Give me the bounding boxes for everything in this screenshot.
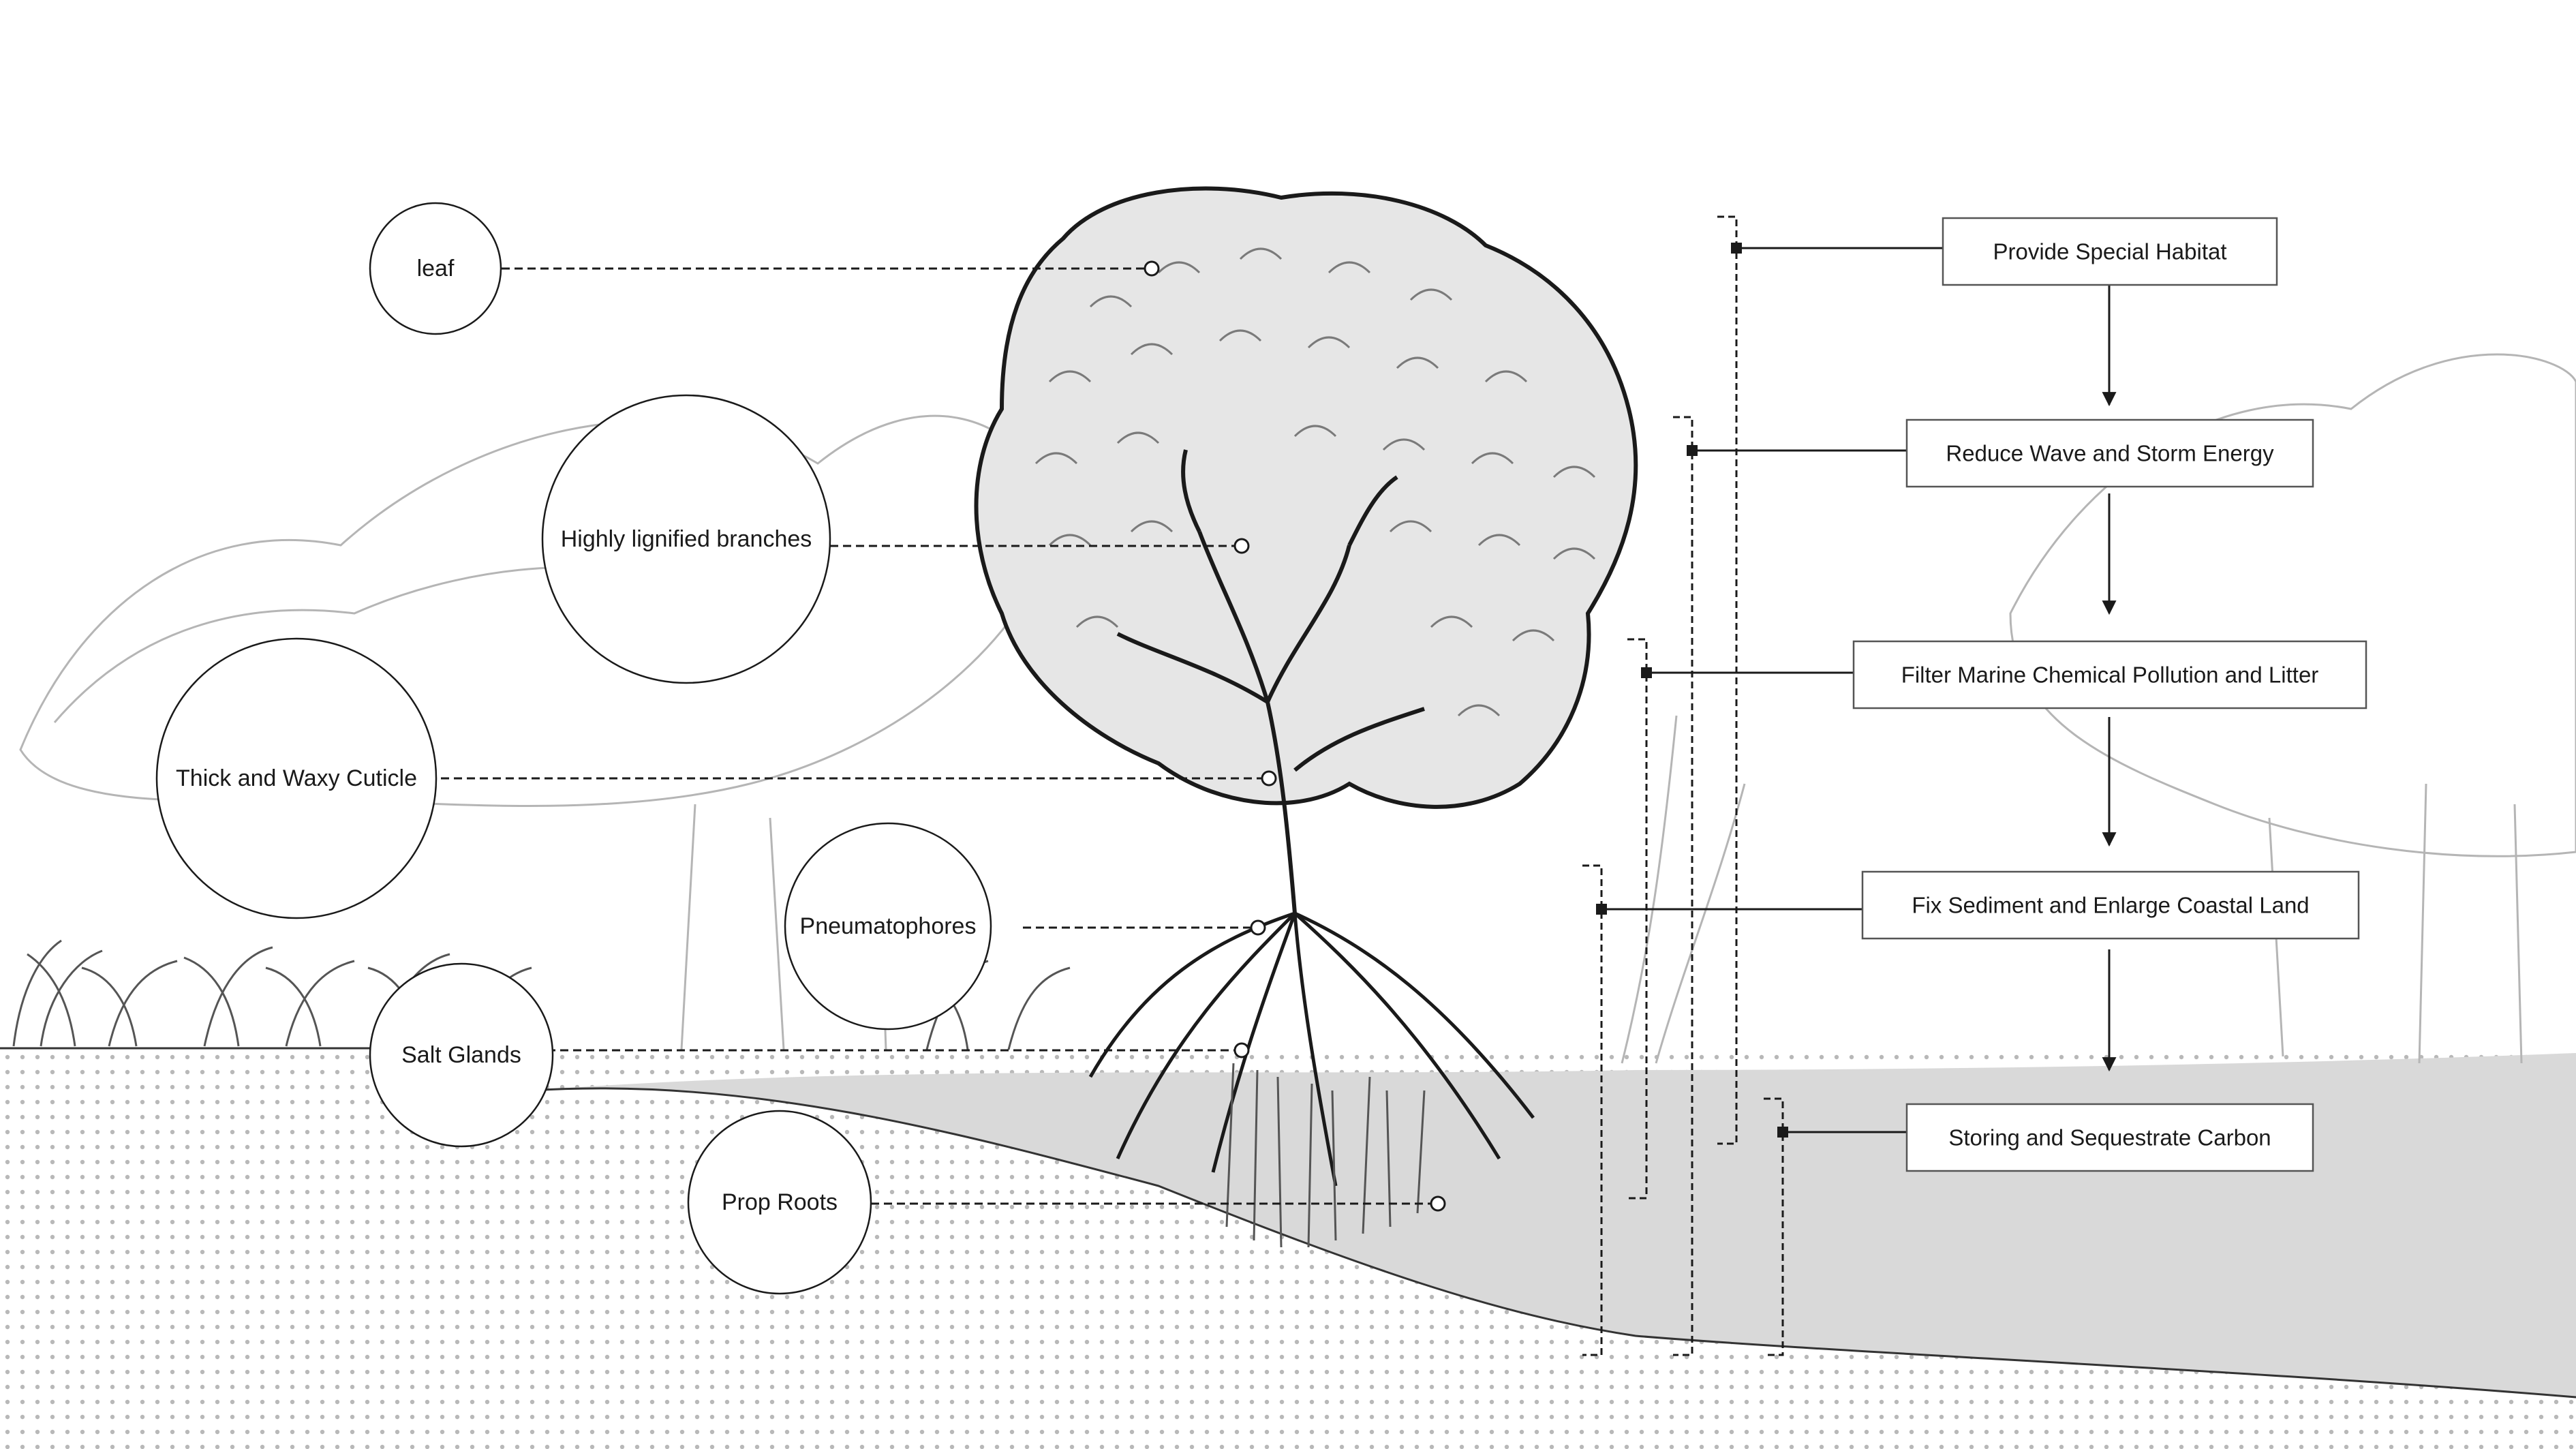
function-box-carbon: Storing and Sequestrate Carbon [1905, 1103, 2314, 1172]
function-box-habitat: Provide Special Habitat [1942, 217, 2278, 286]
function-box-wave: Reduce Wave and Storm Energy [1905, 418, 2314, 488]
function-label-carbon: Storing and Sequestrate Carbon [1948, 1125, 2271, 1150]
feature-circle-cuticle: Thick and Waxy Cuticle [155, 637, 438, 919]
feature-label-salt-glands: Salt Glands [401, 1042, 521, 1068]
feature-circle-leaf: leaf [369, 202, 502, 335]
bracket-connectors [1607, 247, 1943, 1133]
feature-circle-salt-glands: Salt Glands [369, 962, 554, 1148]
function-label-wave: Reduce Wave and Storm Energy [1946, 441, 2274, 466]
bracket-nodes [1596, 243, 1788, 1138]
function-label-habitat: Provide Special Habitat [1993, 239, 2226, 264]
feature-label-leaf: leaf [417, 256, 455, 281]
function-label-filter: Filter Marine Chemical Pollution and Lit… [1901, 662, 2319, 688]
feature-label-branches: Highly lignified branches [561, 526, 812, 552]
feature-label-cuticle: Thick and Waxy Cuticle [176, 765, 417, 791]
feature-circle-pneumatophores: Pneumatophores [784, 822, 992, 1031]
mangrove-tree [974, 186, 1638, 1248]
function-brackets [1582, 215, 1784, 1356]
feature-circle-prop-roots: Prop Roots [687, 1110, 872, 1295]
function-label-sediment: Fix Sediment and Enlarge Coastal Land [1912, 893, 2309, 918]
feature-label-prop-roots: Prop Roots [722, 1189, 838, 1215]
feature-pins [1144, 260, 1446, 1212]
feature-connectors [441, 267, 1438, 1205]
feature-label-pneumatophores: Pneumatophores [800, 913, 977, 939]
feature-circle-branches: Highly lignified branches [541, 394, 831, 684]
function-box-sediment: Fix Sediment and Enlarge Coastal Land [1861, 870, 2360, 940]
function-box-filter: Filter Marine Chemical Pollution and Lit… [1852, 640, 2367, 710]
